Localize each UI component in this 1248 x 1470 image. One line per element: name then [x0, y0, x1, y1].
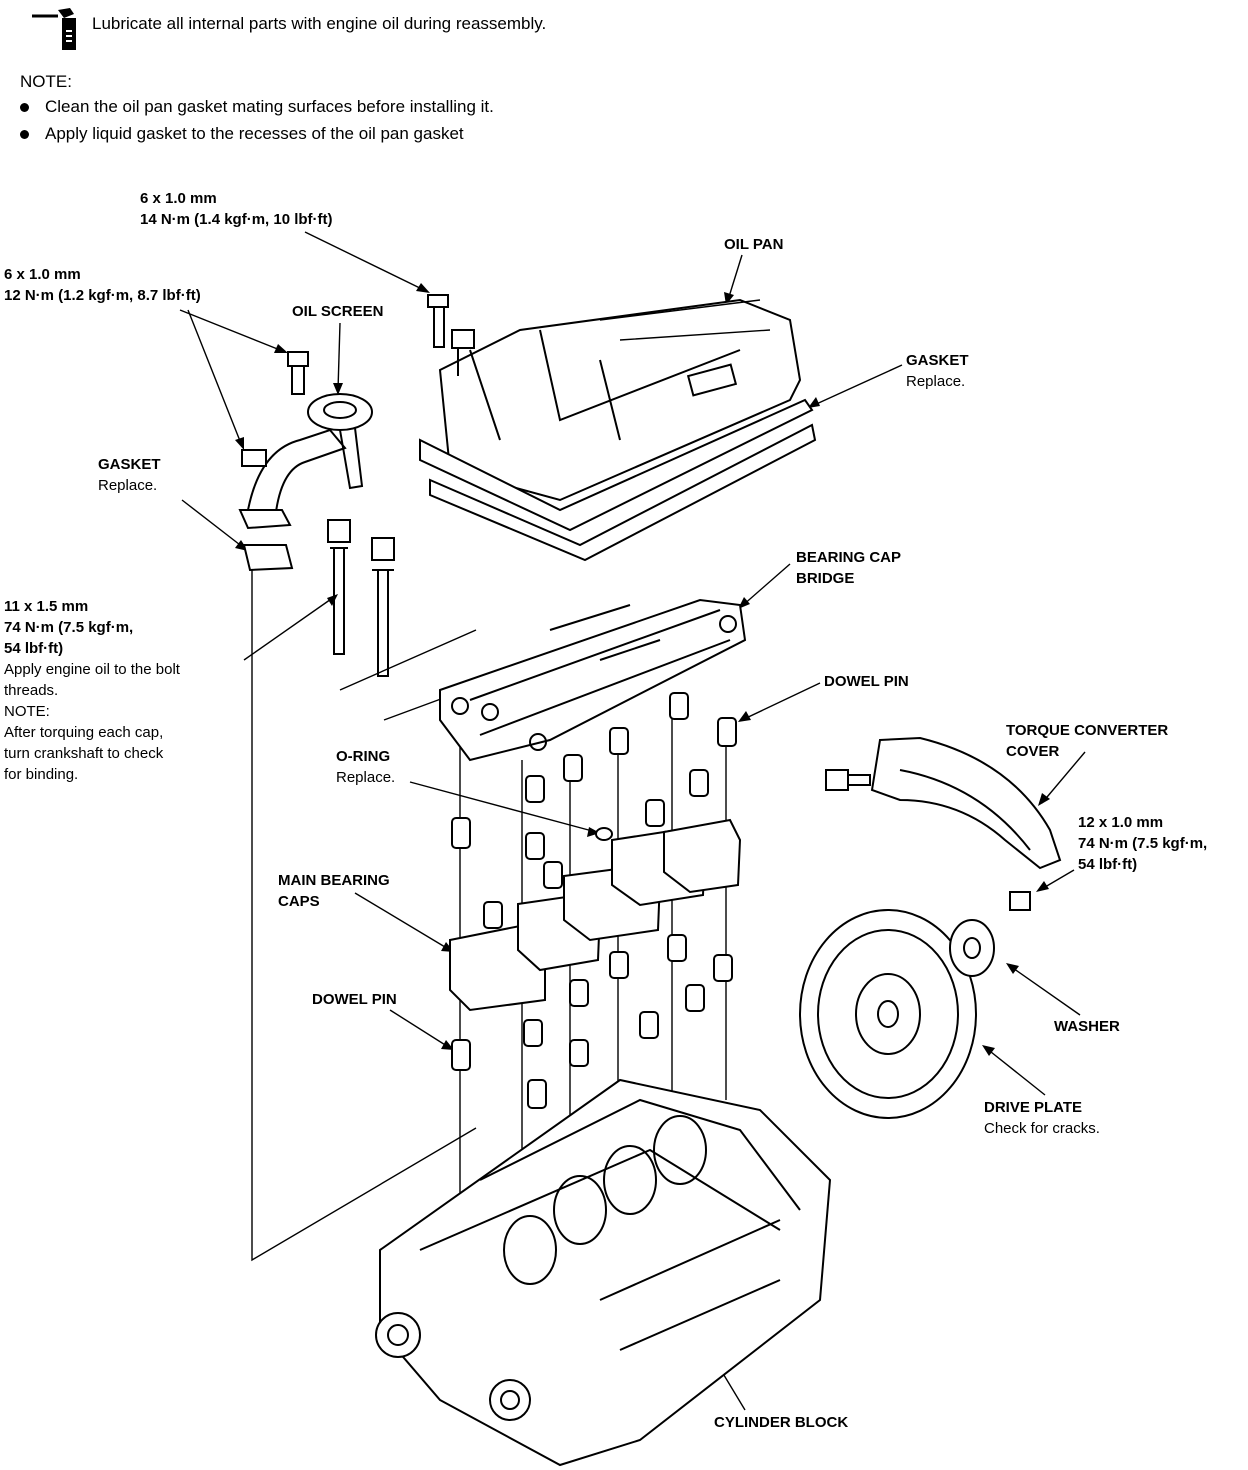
oil-screen-label: OIL SCREEN	[292, 303, 384, 320]
bolt-6mm-left-label: 6 x 1.0 mm 12 N·m (1.2 kgf·m, 8.7 lbf·ft…	[4, 266, 201, 304]
main-bearing-caps-drawing	[449, 818, 742, 1012]
main-bearing-caps-label: MAIN BEARING CAPS	[278, 872, 390, 910]
dowel-pin-right-label: DOWEL PIN	[824, 673, 909, 690]
drive-plate-drawing	[799, 891, 1031, 1119]
bearing-cap-bridge-drawing	[439, 598, 747, 762]
oil-pan-drawing	[419, 298, 817, 562]
o-ring-label: O-RING Replace.	[336, 748, 396, 786]
drive-plate-label: DRIVE PLATE Check for cracks.	[984, 1099, 1100, 1137]
dowel-pins-drawing	[451, 692, 737, 1109]
bolts-6mm-drawing	[287, 294, 475, 395]
bolt-6mm-top-label: 6 x 1.0 mm 14 N·m (1.4 kgf·m, 10 lbf·ft)	[140, 190, 333, 228]
note-item: Apply liquid gasket to the recesses of t…	[20, 124, 464, 144]
washer-label: WASHER	[1054, 1018, 1120, 1035]
gasket-right-label: GASKET Replace.	[906, 352, 969, 390]
bullet-icon	[20, 103, 29, 113]
torque-converter-cover-label: TORQUE CONVERTER COVER	[1006, 722, 1169, 760]
bolt-12mm-label: 12 x 1.0 mm 74 N·m (7.5 kgf·m, 54 lbf·ft…	[1078, 814, 1208, 873]
bolts-11mm-drawing	[327, 519, 395, 677]
cylinder-block-drawing	[375, 1078, 832, 1467]
bearing-cap-bridge-label: BEARING CAP BRIDGE	[796, 549, 902, 587]
note-title: NOTE:	[20, 72, 72, 91]
dowel-pin-left-label: DOWEL PIN	[312, 991, 397, 1008]
note-item: Clean the oil pan gasket mating surfaces…	[20, 97, 494, 117]
oil-can-icon	[32, 8, 76, 50]
bolt-11mm-label: 11 x 1.5 mm 74 N·m (7.5 kgf·m, 54 lbf·ft…	[4, 598, 180, 783]
oil-pan-label: OIL PAN	[724, 236, 784, 253]
gasket-left-label: GASKET Replace.	[98, 456, 161, 494]
bullet-icon	[20, 130, 29, 140]
torque-converter-cover-drawing	[825, 736, 1062, 870]
cylinder-block-label: CYLINDER BLOCK	[714, 1414, 849, 1431]
oil-screen-drawing	[238, 393, 373, 572]
lubricate-instruction: Lubricate all internal parts with engine…	[92, 14, 547, 33]
